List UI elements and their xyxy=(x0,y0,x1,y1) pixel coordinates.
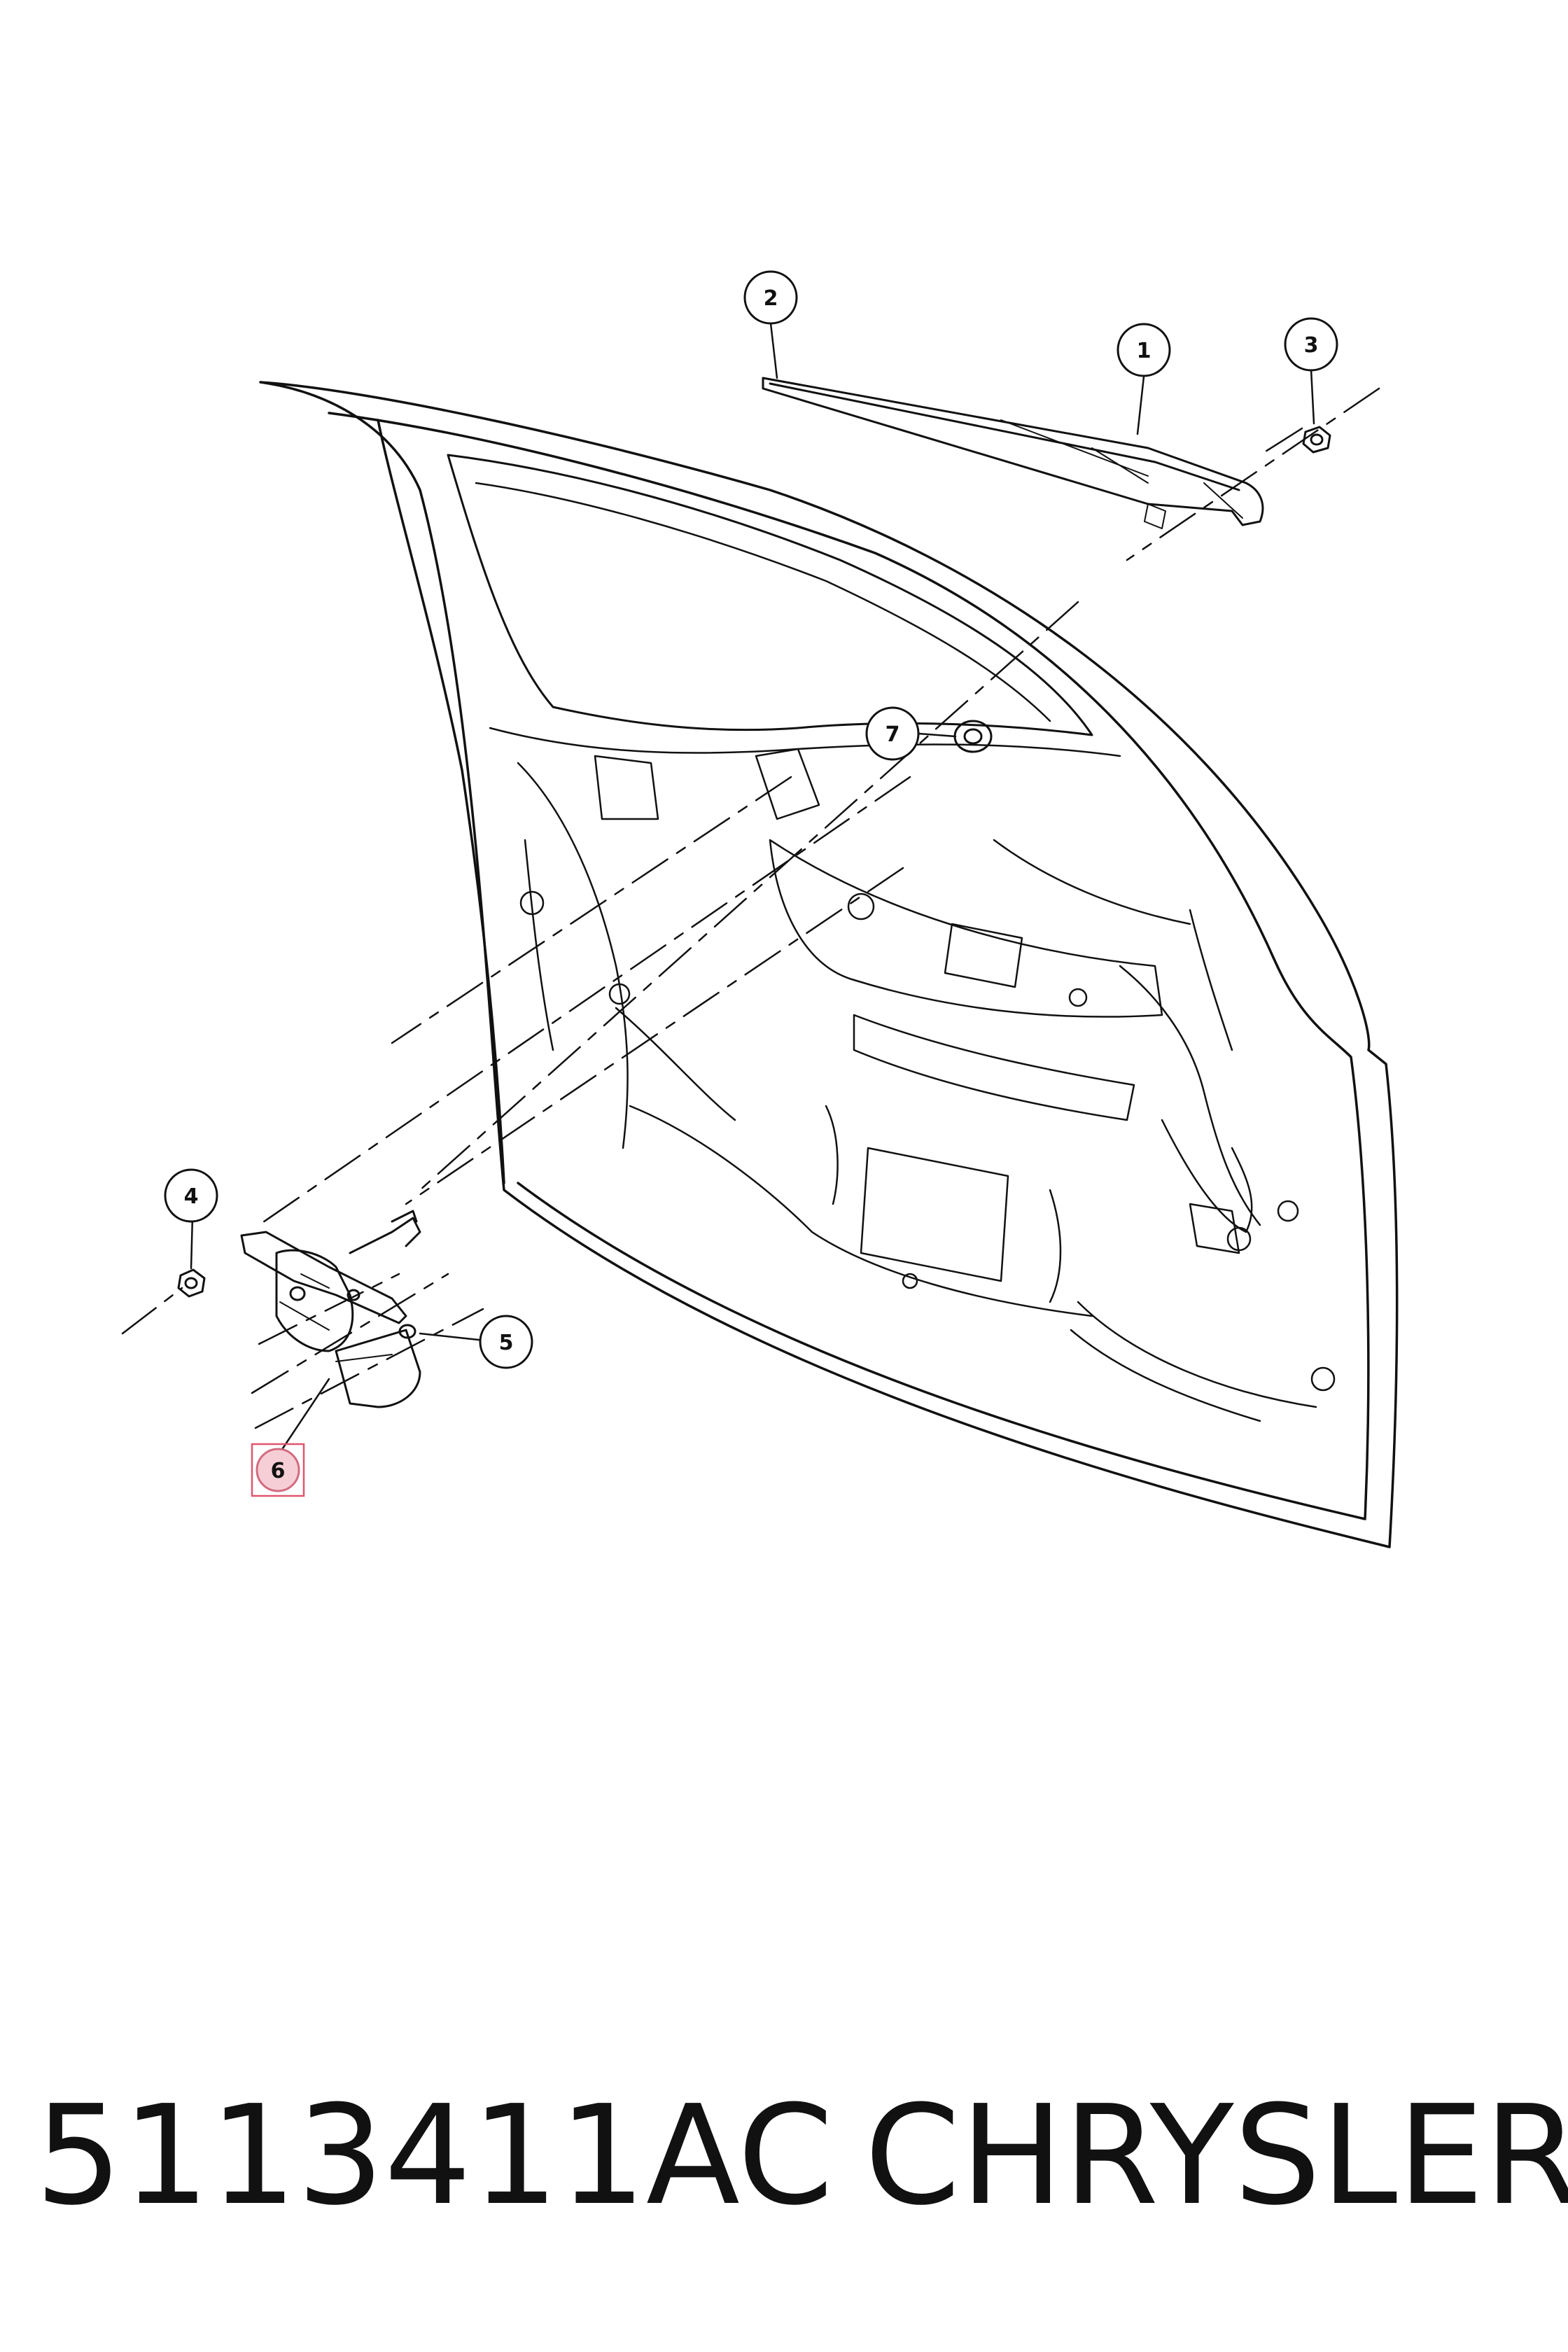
wiper-motor xyxy=(240,1210,421,1408)
leader-lines xyxy=(190,322,1315,1454)
brand-name: CHRYSLER xyxy=(864,2076,1568,2236)
part-number: 5113411AC xyxy=(35,2076,834,2236)
callout-5[interactable]: 5 xyxy=(479,1315,533,1369)
svg-text:6: 6 xyxy=(271,1459,286,1483)
callout-4[interactable]: 4 xyxy=(164,1168,218,1223)
callout-1[interactable]: 1 xyxy=(1116,323,1171,377)
alignment-lines xyxy=(121,387,1380,1429)
svg-text:2: 2 xyxy=(764,286,778,311)
svg-text:1: 1 xyxy=(1137,339,1152,363)
svg-text:4: 4 xyxy=(184,1184,199,1209)
svg-text:5: 5 xyxy=(499,1331,514,1355)
svg-text:7: 7 xyxy=(886,722,900,747)
nut-icon xyxy=(1302,426,1331,454)
bolt-icon xyxy=(398,1324,416,1339)
callout-3[interactable]: 3 xyxy=(1284,317,1338,372)
callout-6[interactable]: 6 xyxy=(251,1443,305,1497)
liftgate-panel xyxy=(259,381,1399,1548)
wiper-blade-arm xyxy=(762,377,1264,529)
nut-icon xyxy=(177,1268,206,1298)
svg-text:3: 3 xyxy=(1304,333,1319,358)
callout-2[interactable]: 2 xyxy=(743,270,798,325)
callout-7[interactable]: 7 xyxy=(865,706,920,761)
